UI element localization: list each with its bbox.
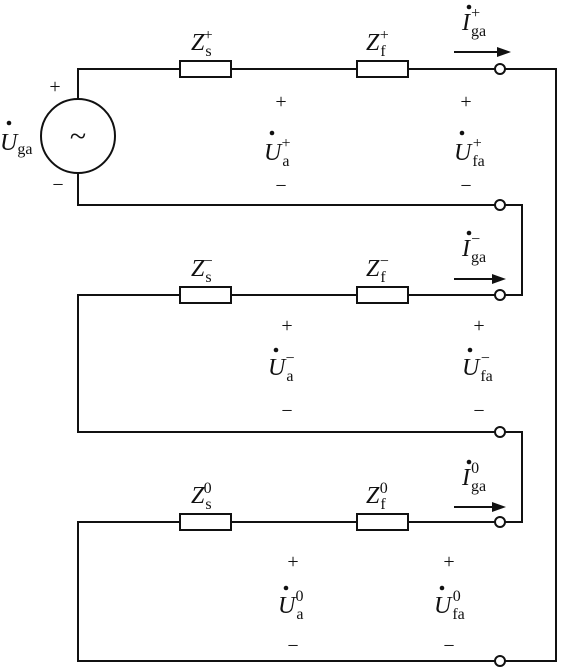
zs-zero-impedance (179, 513, 232, 531)
phasor-dot (6, 120, 12, 126)
phasor-dot (439, 585, 445, 591)
wire-link-1 (504, 204, 523, 296)
phasor-dot (273, 347, 279, 353)
ua-neg-minus: − (281, 400, 292, 422)
ua-neg-label: Ua− (268, 350, 294, 385)
wire-pos-top (77, 68, 557, 662)
ua-pos-minus: − (275, 175, 286, 197)
wiring (77, 68, 557, 662)
current-zero-label: Iga0 (461, 460, 486, 495)
ua-pos-label: Ua+ (264, 135, 290, 170)
terminal-pos-top (494, 63, 506, 75)
phasor-dot (466, 459, 472, 465)
ua-zero-minus: − (287, 635, 298, 657)
wire-link-2 (504, 431, 523, 523)
ua-neg-plus: + (281, 315, 292, 337)
phasor-dot (283, 585, 289, 591)
source-label: Uga (0, 130, 32, 158)
current-neg-label: Iga− (461, 231, 486, 266)
zf-pos-impedance (356, 60, 409, 78)
ua-pos-plus: + (275, 91, 286, 113)
terminal-neg-top (494, 289, 506, 301)
zf-zero-impedance (356, 513, 409, 531)
positive-sequence-labels: Zs+ Zf+ Iga+ + Ua+ − + Ufa+ − (191, 4, 486, 197)
phasor-dot (467, 347, 473, 353)
ac-symbol-icon: ~ (70, 120, 86, 153)
arrow-head-icon (492, 502, 506, 512)
ufa-pos-minus: − (460, 175, 471, 197)
zs-zero-label: Zs0 (191, 480, 212, 513)
wire-neg (77, 294, 496, 433)
ufa-zero-minus: − (443, 635, 454, 657)
terminals (494, 63, 506, 667)
phasor-dot (466, 230, 472, 236)
zs-pos-label: Zs+ (191, 27, 213, 60)
wire-pos-bottom (77, 172, 496, 206)
terminal-zero-top (494, 516, 506, 528)
impedances (179, 60, 409, 531)
ufa-neg-label: Ufa− (462, 350, 493, 385)
zero-sequence-labels: Zs0 Zf0 Iga0 + Ua0 − + Ufa0 − (191, 459, 486, 657)
ufa-neg-minus: − (473, 400, 484, 422)
zf-zero-label: Zf0 (366, 480, 388, 513)
ufa-zero-label: Ufa0 (434, 588, 465, 623)
zf-neg-label: Zf− (366, 253, 389, 286)
current-arrows (454, 47, 511, 512)
source-circle (40, 98, 116, 174)
ua-zero-label: Ua0 (278, 588, 303, 623)
zf-neg-impedance (356, 286, 409, 304)
terminal-neg-bottom (494, 426, 506, 438)
phasor-dot (459, 130, 465, 136)
phasor-dot (466, 4, 472, 10)
arrow-head-icon (497, 47, 511, 57)
zs-pos-impedance (179, 60, 232, 78)
ufa-pos-plus: + (460, 91, 471, 113)
current-pos-label: Iga+ (461, 5, 486, 40)
source-plus: + (49, 76, 60, 98)
ufa-neg-plus: + (473, 315, 484, 337)
zs-neg-label: Zs− (191, 253, 213, 286)
ufa-zero-plus: + (443, 551, 454, 573)
ufa-pos-label: Ufa+ (454, 135, 485, 170)
zs-neg-impedance (179, 286, 232, 304)
arrow-head-icon (492, 274, 506, 284)
wire-zero (77, 521, 496, 662)
ua-zero-plus: + (287, 551, 298, 573)
terminal-zero-bottom (494, 655, 506, 667)
negative-sequence-labels: Zs− Zf− Iga− + Ua− − + Ufa− − (191, 230, 493, 422)
source-minus: − (52, 174, 63, 196)
voltage-source: ~ + − Uga (0, 76, 116, 196)
zf-pos-label: Zf+ (366, 27, 389, 60)
terminal-pos-bottom (494, 199, 506, 211)
phasor-dot (269, 130, 275, 136)
